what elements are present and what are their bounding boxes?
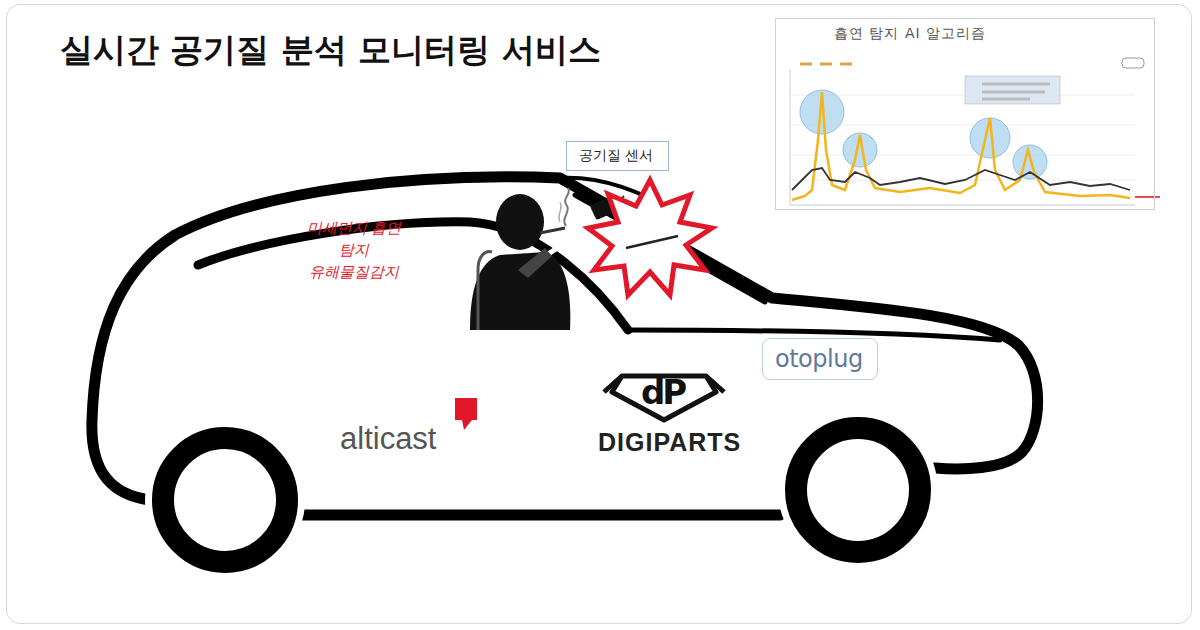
sensor-label-box: 공기질 센서 bbox=[566, 141, 669, 171]
node-text: otoplug bbox=[775, 345, 865, 373]
page-title: 실시간 공기질 분석 모니터링 서비스 bbox=[60, 28, 601, 73]
chart-panel: 흡연 탐지 AI 알고리즘 bbox=[775, 18, 1155, 210]
alarm-burst bbox=[588, 180, 712, 295]
wheel bbox=[145, 410, 938, 580]
detection-note: 미세먼지 흡연 탐지 유해물질감지 bbox=[300, 218, 408, 283]
node-text: 공기질 센서 bbox=[579, 147, 656, 165]
logo-monogram: dP bbox=[641, 372, 684, 412]
otoplug-logo-box: otoplug bbox=[762, 338, 878, 380]
alticast-logo: alticast bbox=[340, 421, 436, 457]
node-text: 흡연 탐지 AI 알고리즘 bbox=[776, 25, 1154, 43]
digiparts-logo: DIGIPARTS bbox=[598, 428, 741, 457]
alticast-mark bbox=[455, 398, 477, 430]
chart-plot bbox=[790, 58, 1160, 205]
smoking-person bbox=[470, 188, 572, 330]
